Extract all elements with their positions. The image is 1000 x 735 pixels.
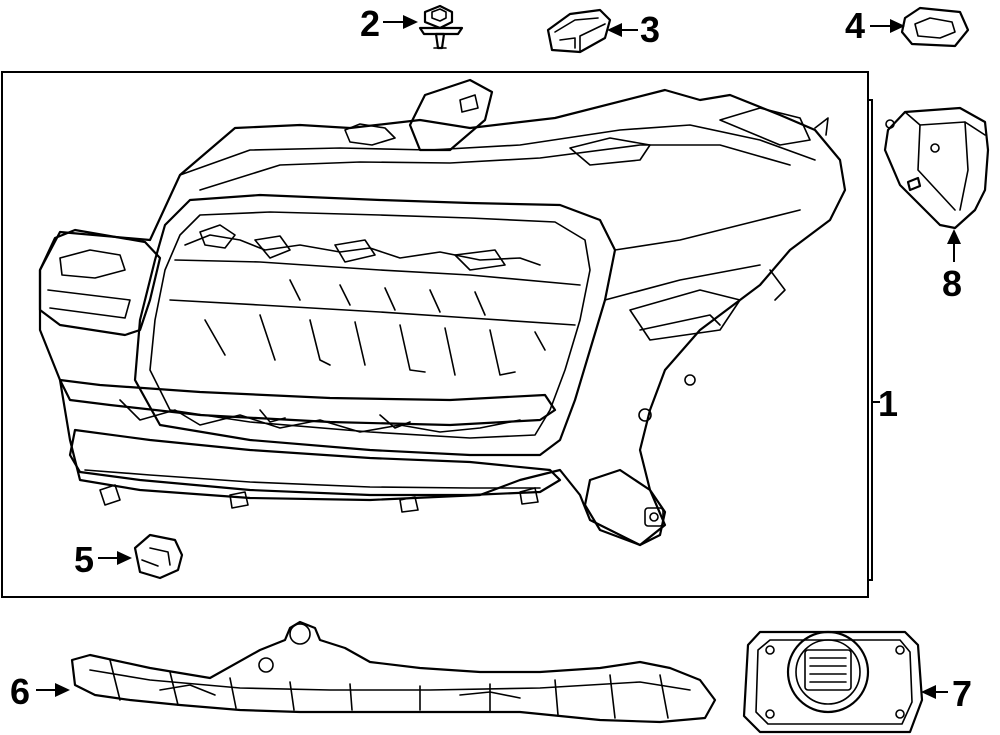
callout-5: 5 — [74, 539, 94, 580]
callout-3: 3 — [640, 9, 660, 50]
callout-1: 1 — [878, 383, 898, 424]
assembly-frame — [1, 71, 869, 598]
headlamp-assembly[interactable] — [38, 78, 847, 547]
grommet-part[interactable] — [900, 6, 970, 48]
clip-part[interactable] — [546, 8, 612, 54]
driver-module-part[interactable] — [883, 106, 990, 230]
retainer-part[interactable] — [133, 533, 184, 580]
callout-2: 2 — [360, 3, 380, 44]
control-module-part[interactable] — [742, 630, 924, 734]
callout-8: 8 — [942, 263, 962, 304]
callout-4: 4 — [845, 5, 865, 46]
screw-part[interactable] — [418, 4, 464, 50]
callout-7: 7 — [952, 673, 972, 714]
callout-6: 6 — [10, 671, 30, 712]
bracket-part[interactable] — [70, 620, 717, 724]
